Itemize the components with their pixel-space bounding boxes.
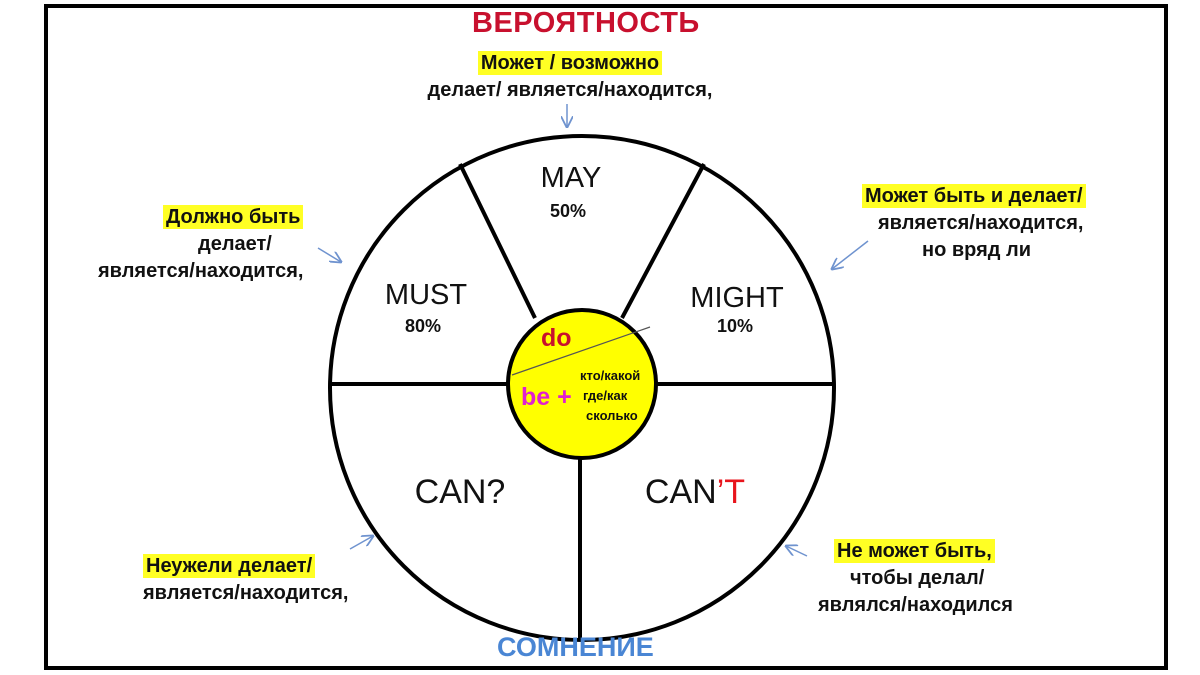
note-can-question-line2: является/находится, — [143, 582, 349, 604]
center-word-where: где/как — [583, 388, 628, 403]
arrow-cant — [786, 546, 808, 557]
arrow-might — [832, 240, 869, 269]
note-must-line2: делает/ — [198, 233, 272, 255]
segment-may-percent: 50% — [550, 201, 586, 221]
divider-may-must — [458, 163, 537, 319]
note-might-highlight: Может быть и делает/ — [862, 184, 1086, 208]
note-may-line2: делает/ является/находится, — [427, 79, 713, 101]
center-word-howmuch: сколько — [586, 408, 638, 423]
note-cant-line3: являлся/находился — [818, 594, 1013, 616]
note-might: Может быть и делает/ является/находится,… — [862, 183, 1132, 264]
cant-apostrophe: ’ — [717, 473, 725, 511]
segment-might-percent: 10% — [717, 316, 753, 336]
segment-cant-label: CAN’T — [645, 473, 745, 511]
note-can-question-highlight: Неужели делает/ — [143, 554, 316, 578]
center-hub — [506, 308, 658, 460]
segment-might-label: MIGHT — [690, 282, 784, 314]
note-can-question: Неужели делает/ является/находится, — [143, 553, 373, 607]
center-word-who: кто/какой — [580, 368, 640, 383]
note-may: Может / возможно делает/ является/находи… — [405, 50, 735, 104]
segment-must-label: MUST — [385, 279, 467, 311]
center-do: do — [541, 324, 572, 352]
cant-main-text: CAN — [645, 473, 717, 511]
segment-can-question-label: CAN? — [415, 473, 506, 511]
divider-may-might — [620, 163, 706, 319]
center-diagonal — [511, 326, 651, 376]
note-cant-line2: чтобы делал/ — [850, 567, 985, 589]
segment-may-label: MAY — [541, 162, 602, 194]
segment-must-percent: 80% — [405, 316, 441, 336]
note-might-line3: но вряд ли — [922, 239, 1032, 261]
center-be: be + — [521, 383, 572, 411]
note-cant: Не может быть, чтобы делал/ являлся/нахо… — [818, 538, 1058, 619]
note-must: Должно быть делает/ является/находится, — [98, 204, 338, 285]
note-might-line2: является/находится, — [878, 212, 1084, 234]
note-may-highlight: Может / возможно — [477, 51, 663, 75]
title-probability: ВЕРОЯТНОСТЬ — [472, 7, 700, 39]
cant-t-letter: T — [724, 473, 745, 511]
title-doubt: СОМНЕНИЕ — [497, 632, 654, 662]
arrow-can-question — [349, 536, 373, 550]
note-must-line3: является/находится, — [98, 260, 304, 282]
arrow-must — [317, 247, 341, 262]
note-must-highlight: Должно быть — [163, 205, 304, 229]
note-cant-highlight: Не может быть, — [834, 539, 995, 563]
